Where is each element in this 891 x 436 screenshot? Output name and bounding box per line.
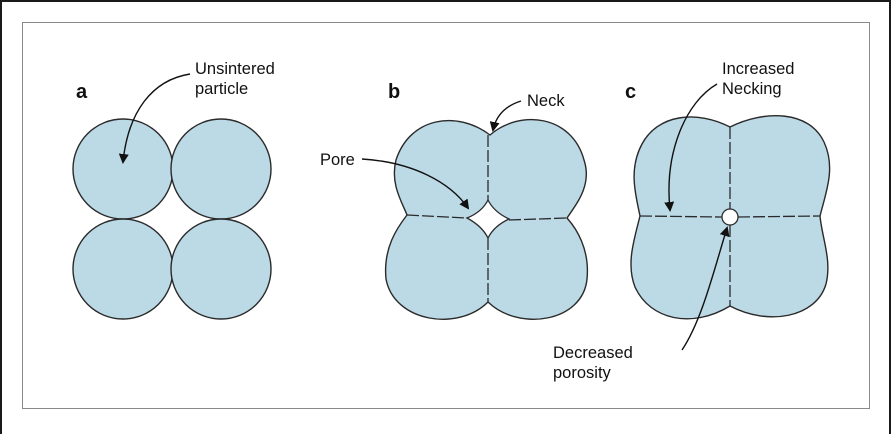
- particle-a-top-left: [73, 119, 173, 219]
- increased-necking-line1: Increased: [722, 60, 794, 78]
- increased-necking-line2: Necking: [722, 80, 782, 98]
- pore-label: Pore: [320, 151, 355, 169]
- panel-c: c Increased Necking Decreased porosity: [553, 60, 830, 382]
- panel-b: b Neck Pore: [320, 81, 587, 319]
- decreased-porosity-line2: porosity: [553, 364, 612, 382]
- panel-a-letter: a: [76, 81, 88, 103]
- particle-a-bottom-right: [171, 219, 271, 319]
- panel-b-letter: b: [388, 81, 400, 103]
- unsintered-label-line2: particle: [195, 80, 248, 98]
- panel-a: a Unsintered particle: [73, 60, 275, 319]
- decreased-porosity-line1: Decreased: [553, 344, 633, 362]
- neck-label: Neck: [527, 92, 565, 110]
- unsintered-label-line1: Unsintered: [195, 60, 275, 78]
- reduced-pore: [722, 209, 738, 225]
- panel-c-letter: c: [625, 81, 636, 103]
- particle-a-top-right: [171, 119, 271, 219]
- particle-a-bottom-left: [73, 219, 173, 319]
